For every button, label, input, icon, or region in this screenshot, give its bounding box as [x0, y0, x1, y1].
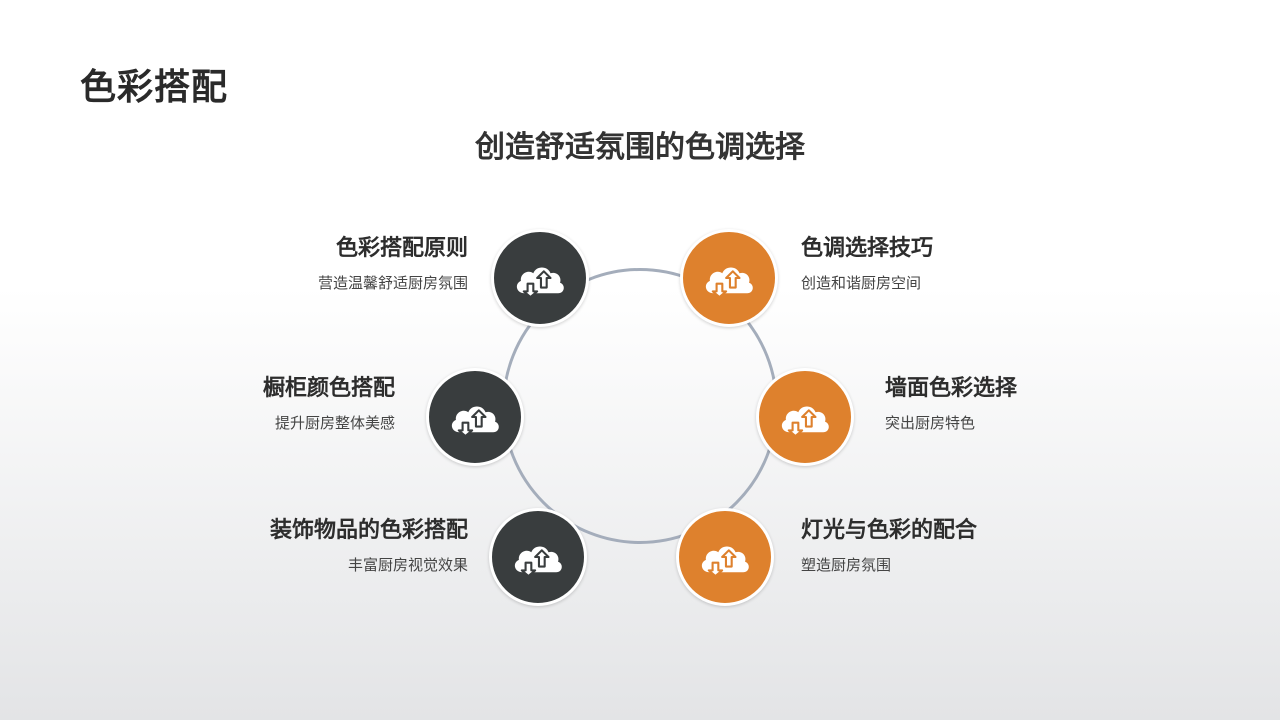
node-lighting-colors	[676, 508, 774, 606]
item-title: 灯光与色彩的配合	[801, 518, 978, 543]
item-desc: 营造温馨舒适厨房氛围	[317, 274, 468, 292]
node-decor-colors	[489, 508, 587, 606]
item-label-3: 墙面色彩选择 突出厨房特色	[885, 370, 1017, 433]
cloud-sync-icon	[451, 406, 499, 438]
item-desc: 丰富厨房视觉效果	[347, 556, 468, 574]
item-desc: 创造和谐厨房空间	[801, 274, 922, 292]
page-title: 色彩搭配	[80, 67, 229, 108]
cloud-sync-icon	[701, 546, 749, 578]
item-desc: 突出厨房特色	[885, 414, 976, 432]
item-label-0: 色彩搭配原则 营造温馨舒适厨房氛围	[318, 230, 468, 293]
node-tone-tips	[680, 229, 778, 327]
node-color-principles	[491, 229, 589, 327]
item-label-4: 装饰物品的色彩搭配 丰富厨房视觉效果	[270, 512, 468, 575]
item-label-1: 色调选择技巧 创造和谐厨房空间	[801, 230, 933, 293]
item-title: 装饰物品的色彩搭配	[269, 518, 468, 543]
diagram-subtitle: 创造舒适氛围的色调选择	[475, 130, 805, 165]
item-desc: 塑造厨房氛围	[801, 556, 892, 574]
item-label-5: 灯光与色彩的配合 塑造厨房氛围	[801, 512, 977, 575]
cloud-sync-icon	[514, 546, 562, 578]
cloud-sync-icon	[705, 267, 753, 299]
item-title: 色彩搭配原则	[335, 236, 468, 261]
item-title: 墙面色彩选择	[885, 376, 1018, 401]
item-label-2: 橱柜颜色搭配 提升厨房整体美感	[263, 370, 395, 433]
item-title: 色调选择技巧	[801, 236, 934, 261]
item-title: 橱柜颜色搭配	[262, 376, 395, 401]
item-desc: 提升厨房整体美感	[274, 414, 395, 432]
node-wall-colors	[756, 368, 854, 466]
cloud-sync-icon	[781, 406, 829, 438]
node-cabinet-colors	[426, 368, 524, 466]
cloud-sync-icon	[516, 267, 564, 299]
